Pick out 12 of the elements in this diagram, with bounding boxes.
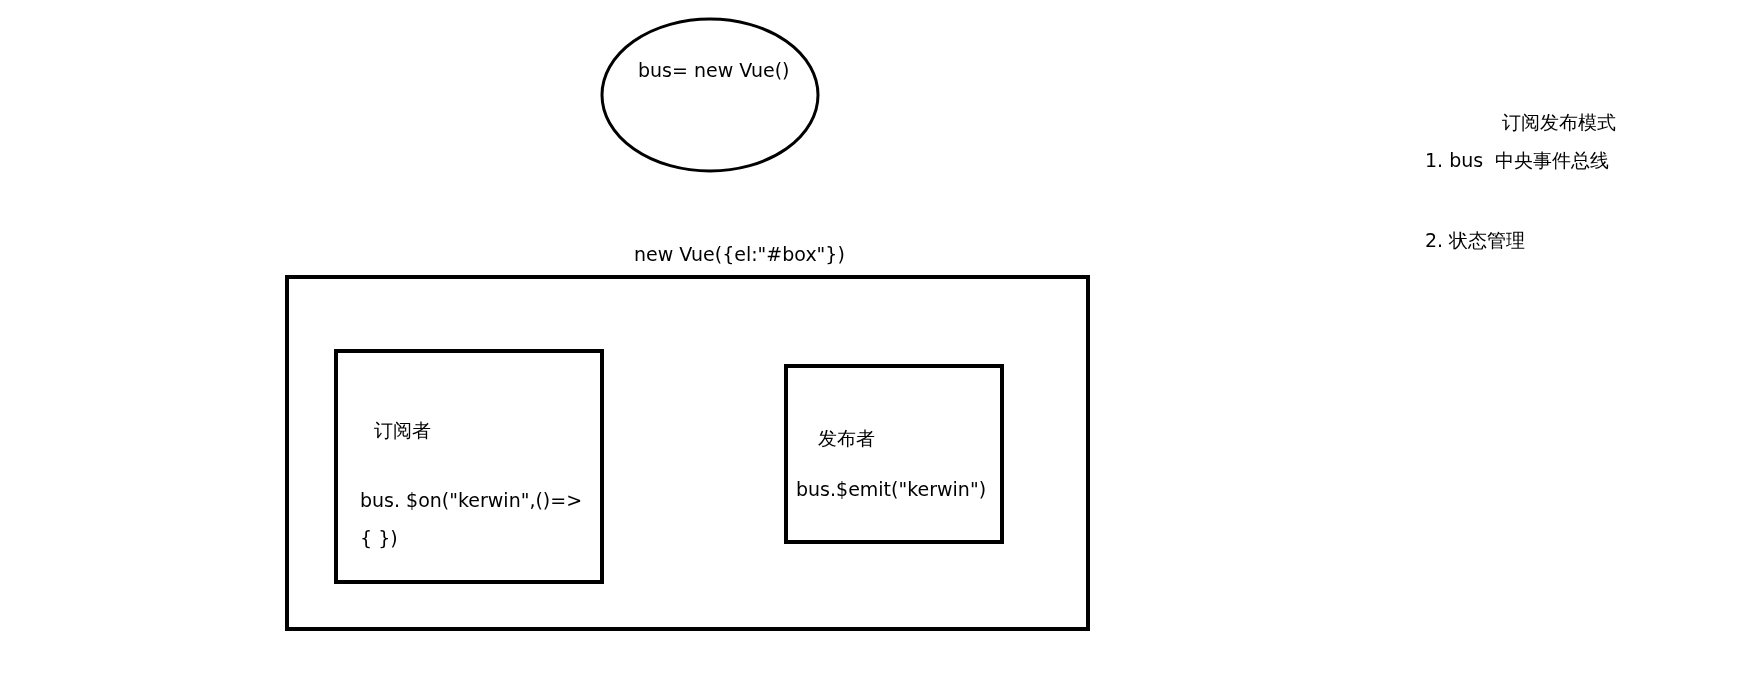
heading-text: 订阅发布模式 <box>1502 110 1616 135</box>
code-text: bus.$emit("kerwin") <box>796 478 987 500</box>
list-item: 1. bus 中央事件总线 <box>1425 148 1610 173</box>
box-heading: 发布者 <box>818 426 875 451</box>
list-item: 2. 状态管理 <box>1425 228 1526 253</box>
box-title: new Vue({el:"#box"}) <box>634 243 845 265</box>
ellipse-node <box>600 17 820 173</box>
node-text: bus= new Vue() <box>638 59 790 81</box>
box-heading: 订阅者 <box>374 418 431 443</box>
container-box <box>784 364 1004 544</box>
container-box <box>334 349 604 584</box>
code-text: bus. $on("kerwin",()=>{ }) <box>360 488 584 551</box>
